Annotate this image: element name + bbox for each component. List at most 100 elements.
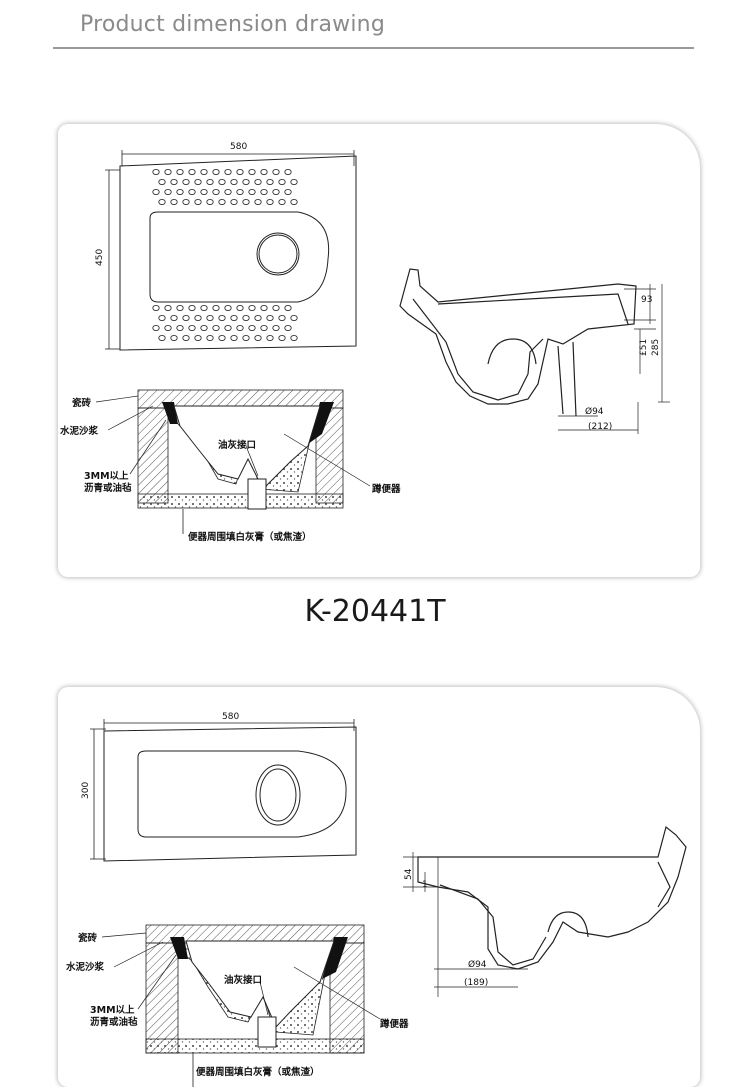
anti-slip-hole xyxy=(182,178,190,186)
anti-slip-hole xyxy=(152,324,160,332)
anti-slip-hole xyxy=(242,178,250,186)
anti-slip-hole xyxy=(206,198,214,206)
anti-slip-hole xyxy=(170,314,178,322)
anti-slip-hole xyxy=(248,168,256,176)
dim-51: £51 xyxy=(639,339,649,356)
header-divider xyxy=(53,47,694,49)
anti-slip-hole xyxy=(158,178,166,186)
anti-slip-hole xyxy=(188,168,196,176)
anti-slip-hole xyxy=(236,324,244,332)
anti-slip-hole xyxy=(230,178,238,186)
anti-slip-hole xyxy=(182,198,190,206)
width-dimension: 580 xyxy=(230,142,247,152)
dimension-drawing-2: 580 300 54 1 Ø94 (189) xyxy=(66,712,687,1087)
anti-slip-hole xyxy=(284,168,292,176)
anti-slip-hole xyxy=(194,198,202,206)
anti-slip-hole xyxy=(194,314,202,322)
anti-slip-hole xyxy=(290,314,298,322)
anti-slip-hole xyxy=(152,168,160,176)
height-dimension: 450 xyxy=(95,249,105,266)
anti-slip-hole xyxy=(170,178,178,186)
anti-slip-hole xyxy=(164,168,172,176)
anti-slip-hole xyxy=(188,188,196,196)
anti-slip-hole xyxy=(260,168,268,176)
top-view-dimensions xyxy=(105,150,355,350)
anti-slip-hole xyxy=(242,314,250,322)
label-squat-toilet: 蹲便器 xyxy=(380,1018,409,1030)
dim-94: Ø94 xyxy=(468,959,487,970)
anti-slip-hole xyxy=(248,304,256,312)
anti-slip-hole xyxy=(170,334,178,342)
top-view xyxy=(103,726,357,862)
anti-slip-hole xyxy=(194,178,202,186)
label-tile: 瓷砖 xyxy=(78,932,98,944)
anti-slip-hole xyxy=(152,188,160,196)
anti-slip-hole xyxy=(278,178,286,186)
anti-slip-hole xyxy=(158,334,166,342)
label-asphalt-1: 3MM以上 xyxy=(84,470,129,482)
anti-slip-hole xyxy=(284,188,292,196)
anti-slip-hole xyxy=(212,188,220,196)
anti-slip-hole xyxy=(272,188,280,196)
anti-slip-hole xyxy=(224,304,232,312)
side-view-dimensions xyxy=(403,852,528,997)
anti-slip-hole xyxy=(200,304,208,312)
top-view-dimensions xyxy=(90,719,355,860)
section-title: Product dimension drawing xyxy=(80,12,385,37)
width-dimension: 580 xyxy=(222,712,239,722)
anti-slip-hole xyxy=(200,324,208,332)
anti-slip-hole xyxy=(158,198,166,206)
top-view xyxy=(119,155,357,351)
anti-slip-hole xyxy=(176,168,184,176)
dim-1: 1 xyxy=(422,880,428,890)
anti-slip-hole xyxy=(158,314,166,322)
anti-slip-hole xyxy=(200,188,208,196)
label-asphalt-2: 沥青或油毡 xyxy=(84,482,132,494)
anti-slip-hole xyxy=(152,304,160,312)
label-putty-joint: 油灰接口 xyxy=(224,974,262,986)
label-fill-note: 便器周围填白灰膏（或焦渣） xyxy=(196,1066,320,1078)
anti-slip-hole xyxy=(254,334,262,342)
anti-slip-hole xyxy=(260,188,268,196)
anti-slip-hole xyxy=(218,314,226,322)
anti-slip-hole xyxy=(278,334,286,342)
installation-section xyxy=(137,389,344,534)
anti-slip-hole xyxy=(182,334,190,342)
dim-54: 54 xyxy=(404,868,414,880)
label-asphalt-1: 3MM以上 xyxy=(90,1004,135,1016)
anti-slip-hole xyxy=(236,188,244,196)
anti-slip-hole xyxy=(236,168,244,176)
anti-slip-hole xyxy=(224,168,232,176)
anti-slip-hole xyxy=(290,334,298,342)
dim-93: 93 xyxy=(641,295,652,305)
anti-slip-hole xyxy=(248,324,256,332)
anti-slip-hole xyxy=(218,198,226,206)
anti-slip-hole xyxy=(230,314,238,322)
anti-slip-hole xyxy=(254,178,262,186)
anti-slip-hole xyxy=(200,168,208,176)
model-number: K-20441T xyxy=(304,594,446,629)
anti-slip-hole xyxy=(164,188,172,196)
anti-slip-hole xyxy=(206,314,214,322)
label-squat-toilet: 蹲便器 xyxy=(372,483,401,495)
anti-slip-hole xyxy=(290,178,298,186)
anti-slip-hole xyxy=(236,304,244,312)
anti-slip-hole xyxy=(176,304,184,312)
dimension-drawing-card-1: 580 450 xyxy=(58,124,700,577)
dimension-drawing-card-2: 580 300 54 1 Ø94 (189) xyxy=(58,687,700,1087)
anti-slip-hole xyxy=(272,304,280,312)
section-header: Product dimension drawing xyxy=(53,0,694,50)
dim-94: Ø94 xyxy=(585,406,604,417)
anti-slip-hole xyxy=(230,198,238,206)
side-view-dimensions xyxy=(558,284,670,434)
anti-slip-hole xyxy=(218,334,226,342)
label-mortar: 水泥沙浆 xyxy=(60,425,99,437)
anti-slip-hole xyxy=(242,198,250,206)
label-mortar: 水泥沙浆 xyxy=(66,961,105,973)
anti-slip-hole xyxy=(224,324,232,332)
anti-slip-hole xyxy=(164,304,172,312)
anti-slip-hole xyxy=(182,314,190,322)
anti-slip-hole xyxy=(266,314,274,322)
anti-slip-hole xyxy=(188,324,196,332)
anti-slip-holes xyxy=(152,168,298,342)
